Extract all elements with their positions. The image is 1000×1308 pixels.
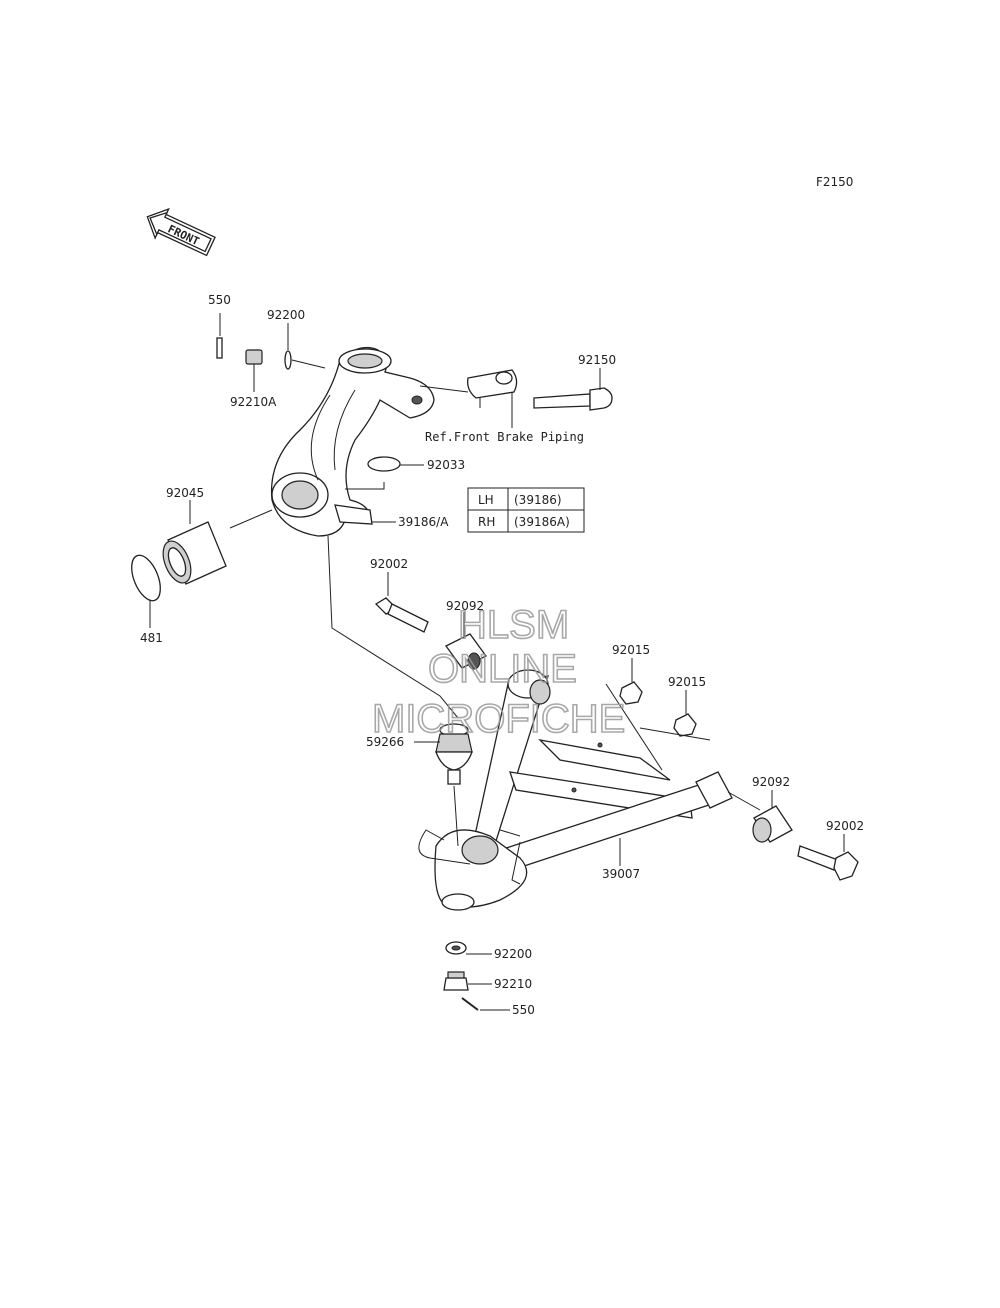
side-table-rh-part: (39186A) — [514, 515, 570, 529]
label-92210A: 92210A — [230, 395, 277, 409]
label-39186A: 39186/A — [398, 515, 449, 529]
castle-nut-92210A — [245, 349, 263, 392]
side-table-rh: RH — [478, 515, 495, 529]
circlip-481 — [131, 554, 161, 628]
bearing-92045 — [162, 500, 273, 585]
figure-code: F2150 — [816, 175, 853, 189]
label-550-bottom: 550 — [512, 1003, 535, 1017]
label-92033: 92033 — [427, 458, 465, 472]
label-92015-b: 92015 — [668, 675, 706, 689]
side-table-lh-part: (39186) — [514, 493, 562, 507]
label-92210: 92210 — [494, 977, 532, 991]
side-table: LH (39186) RH (39186A) — [467, 487, 585, 533]
front-arrow-icon: FRONT — [146, 207, 216, 257]
label-92015-a: 92015 — [612, 643, 650, 657]
bolt-92002-left — [374, 572, 429, 633]
label-92150: 92150 — [578, 353, 616, 367]
cotter-pin-550-bottom — [461, 997, 510, 1011]
a-arm-39007 — [418, 669, 733, 911]
label-481: 481 — [140, 631, 163, 645]
collar-92092-top — [445, 612, 487, 670]
nut-92015-b — [673, 690, 697, 737]
washer-92200-bottom — [445, 941, 492, 955]
castle-nut-92210 — [443, 971, 492, 991]
washer-92200-top — [284, 323, 326, 370]
watermark-line1: HLSM — [458, 603, 569, 647]
label-92002-right: 92002 — [826, 819, 864, 833]
label-92092-top: 92092 — [446, 599, 484, 613]
cotter-pin-550-top — [216, 313, 223, 359]
label-39007: 39007 — [602, 867, 640, 881]
label-550-top: 550 — [208, 293, 231, 307]
snap-ring-92033 — [345, 456, 424, 490]
label-59266: 59266 — [366, 735, 404, 749]
bolt-92002-right — [797, 834, 859, 881]
collar-92092-right — [727, 790, 793, 843]
steering-knuckle-39186 — [270, 346, 435, 537]
ball-joint-59266 — [414, 723, 473, 847]
ref-brake-piping-note: Ref.Front Brake Piping — [425, 430, 584, 444]
side-table-lh: LH — [478, 493, 494, 507]
watermark-line2: ONLINE — [428, 647, 577, 691]
brake-bracket — [419, 369, 518, 428]
nut-92015-a — [619, 658, 643, 705]
bolt-92150 — [533, 368, 613, 411]
label-92200-bottom: 92200 — [494, 947, 532, 961]
label-92002-left: 92002 — [370, 557, 408, 571]
watermark: HLSM ONLINE MICROFICHE — [371, 602, 626, 742]
label-92200-top: 92200 — [267, 308, 305, 322]
watermark-line3: MICROFICHE — [372, 697, 625, 741]
label-92045: 92045 — [166, 486, 204, 500]
label-92092-right: 92092 — [752, 775, 790, 789]
